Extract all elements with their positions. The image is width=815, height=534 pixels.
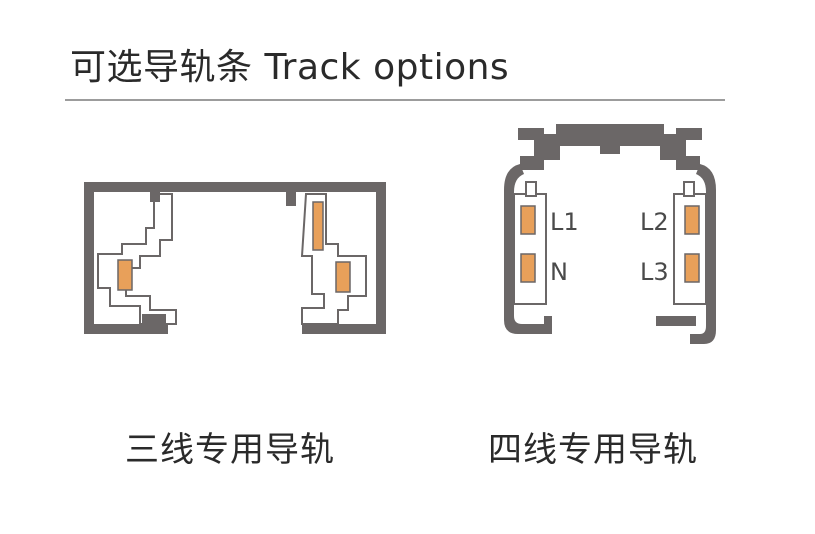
label-l3: L3 (640, 258, 669, 286)
three-wire-caption: 三线专用导轨 (125, 430, 335, 470)
three-wire-right-top-clip (286, 190, 296, 206)
four-wire-caption: 四线专用导轨 (488, 430, 698, 470)
three-wire-bottom-rib-left (142, 314, 166, 324)
three-wire-right-conductor-lower (335, 261, 351, 293)
four-wire-bottom-right-clip (656, 316, 696, 326)
label-l1: L1 (550, 208, 579, 236)
three-wire-right-insulator (300, 193, 367, 325)
three-wire-track-diagram (84, 182, 386, 334)
page-title: 可选导轨条 Track options (70, 47, 510, 88)
three-wire-right-conductor-upper (312, 201, 324, 251)
title-divider (65, 99, 725, 101)
four-wire-right-wall (690, 164, 716, 344)
four-wire-conductor-l3 (684, 253, 700, 283)
four-wire-top-rail (518, 124, 702, 170)
four-wire-conductor-l1 (520, 205, 536, 235)
three-wire-left-top-clip (150, 190, 160, 202)
four-wire-conductor-l2 (684, 205, 700, 235)
four-wire-conductor-n (520, 253, 536, 283)
label-l2: L2 (640, 208, 669, 236)
three-wire-left-conductor (117, 259, 133, 291)
four-wire-track-diagram: L1 N L2 L3 (504, 124, 716, 344)
label-n: N (550, 258, 568, 286)
four-wire-right-insulator-tab (683, 181, 695, 197)
four-wire-left-insulator-tab (525, 181, 537, 197)
three-wire-left-insulator (97, 193, 177, 325)
four-wire-top-center-notch (600, 146, 620, 154)
